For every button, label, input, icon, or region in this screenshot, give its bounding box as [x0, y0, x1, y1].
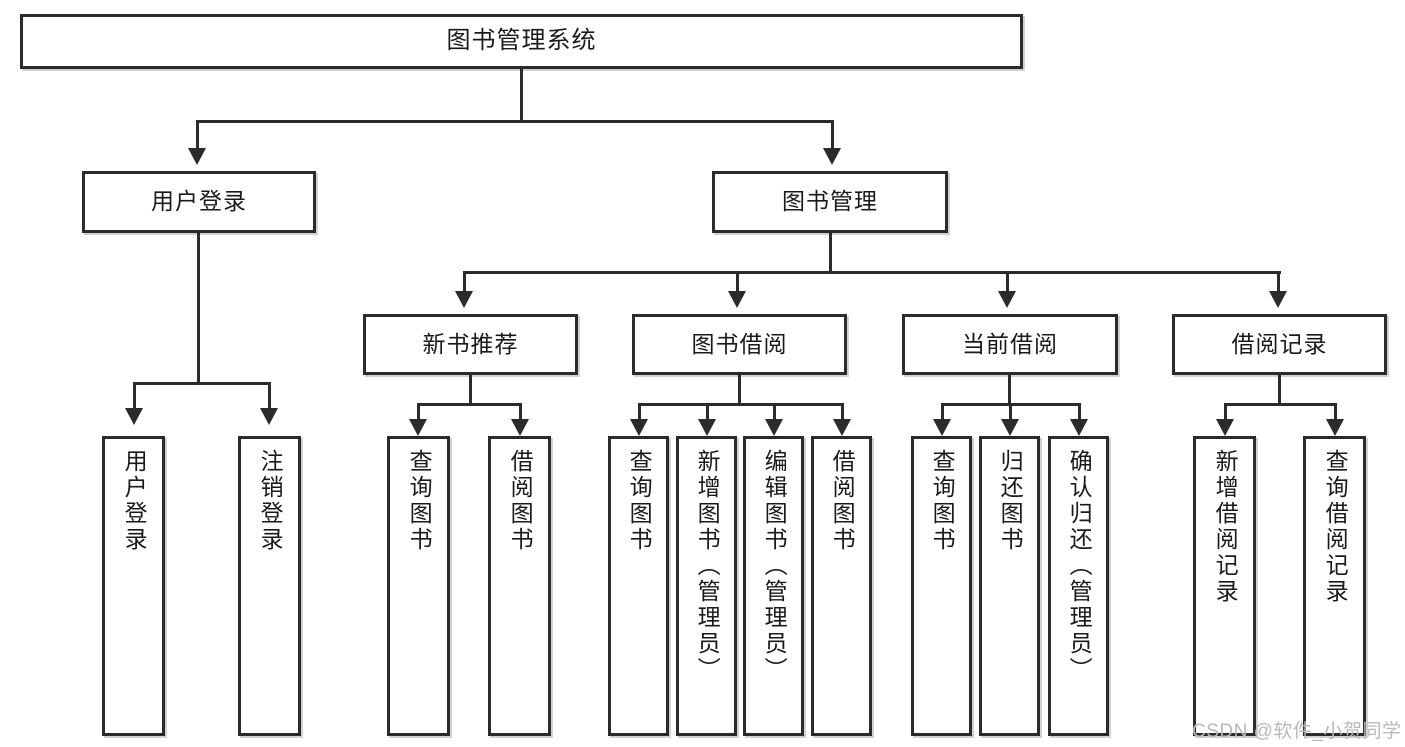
arrowhead-query-book-3: [933, 419, 951, 436]
connector-drop-query-record: [1334, 403, 1337, 421]
node-leaf-return-book[interactable]: 归还图书: [979, 436, 1040, 736]
connector-drop-edit-book: [773, 403, 776, 421]
connector-drop-user-login: [196, 120, 199, 150]
connector-book-borrow-stem: [738, 375, 741, 405]
node-label: 查询图书: [626, 449, 653, 553]
node-label: 图书管理: [782, 188, 878, 215]
connector-user-login-rail: [133, 382, 270, 385]
node-label: 借阅记录: [1231, 330, 1328, 357]
node-leaf-query-book-2[interactable]: 查询图书: [608, 436, 669, 736]
arrowhead-leaf-user-login: [125, 408, 143, 425]
node-label: 查询图书: [406, 449, 433, 553]
node-label: 借阅图书: [507, 449, 534, 553]
node-leaf-confirm-return[interactable]: 确认归还（管理员）: [1048, 436, 1109, 736]
node-book-borrow[interactable]: 图书借阅: [632, 314, 847, 375]
arrowhead-book-management: [823, 148, 841, 165]
node-label: 图书借阅: [691, 330, 788, 357]
node-leaf-logout-login[interactable]: 注销登录: [238, 436, 301, 736]
connector-root-rail: [196, 120, 834, 123]
arrowhead-current-borrow: [998, 291, 1016, 308]
connector-drop-query-book-1: [417, 403, 420, 421]
arrowhead-leaf-logout: [260, 408, 278, 425]
connector-drop-query-book-2: [638, 403, 641, 421]
connector-drop-return-book: [1009, 403, 1012, 421]
node-label: 确认归还（管理员）: [1066, 449, 1093, 683]
node-leaf-query-book-3[interactable]: 查询图书: [911, 436, 972, 736]
connector-drop-current-borrow: [1006, 271, 1009, 293]
node-label: 编辑图书（管理员）: [761, 449, 788, 683]
node-current-borrow[interactable]: 当前借阅: [902, 314, 1118, 375]
node-label: 借阅图书: [829, 449, 856, 553]
arrowhead-borrow-book-2: [833, 419, 851, 436]
connector-drop-confirm-return: [1078, 403, 1081, 421]
connector-drop-borrow-record: [1277, 271, 1280, 293]
node-label: 图书管理系统: [446, 27, 597, 55]
node-label: 查询图书: [929, 449, 956, 553]
connector-drop-add-book: [706, 403, 709, 421]
node-user-login[interactable]: 用户登录: [82, 171, 316, 233]
connector-borrow-record-rail: [1224, 403, 1337, 406]
connector-borrow-record-stem: [1278, 375, 1281, 405]
arrowhead-query-record: [1326, 419, 1344, 436]
node-label: 新增图书（管理员）: [694, 449, 721, 683]
connector-new-book-rail: [417, 403, 522, 406]
connector-drop-book-borrow: [736, 271, 739, 293]
node-label: 用户登录: [121, 449, 148, 553]
arrowhead-query-book-2: [630, 419, 648, 436]
node-leaf-query-book-1[interactable]: 查询图书: [387, 436, 450, 736]
node-leaf-add-record[interactable]: 新增借阅记录: [1193, 436, 1256, 736]
node-root-system[interactable]: 图书管理系统: [20, 14, 1023, 69]
arrowhead-new-book: [455, 291, 473, 308]
connector-drop-leaf-logout: [268, 382, 271, 410]
connector-drop-new-book: [463, 271, 466, 293]
node-label: 查询借阅记录: [1322, 449, 1349, 605]
connector-drop-add-record: [1224, 403, 1227, 421]
node-leaf-edit-book[interactable]: 编辑图书（管理员）: [743, 436, 804, 736]
arrowhead-query-book-1: [409, 419, 427, 436]
connector-drop-book-management: [831, 120, 834, 150]
arrowhead-borrow-record: [1269, 291, 1287, 308]
node-label: 注销登录: [257, 449, 284, 553]
connector-user-login-stem: [197, 233, 200, 385]
node-book-management[interactable]: 图书管理: [712, 171, 948, 233]
arrowhead-user-login: [188, 148, 206, 165]
arrowhead-return-book: [1001, 419, 1019, 436]
node-label: 归还图书: [997, 449, 1024, 553]
connector-root-stem: [520, 69, 523, 122]
node-leaf-borrow-book-2[interactable]: 借阅图书: [811, 436, 872, 736]
node-leaf-user-login[interactable]: 用户登录: [102, 436, 165, 736]
connector-drop-leaf-user-login: [133, 382, 136, 410]
node-label: 用户登录: [151, 188, 247, 215]
node-leaf-add-book[interactable]: 新增图书（管理员）: [676, 436, 737, 736]
node-label: 新增借阅记录: [1212, 449, 1239, 605]
node-label: 当前借阅: [962, 330, 1058, 357]
connector-drop-query-book-3: [941, 403, 944, 421]
arrowhead-add-book: [698, 419, 716, 436]
node-label: 新书推荐: [422, 330, 519, 357]
node-leaf-borrow-book-1[interactable]: 借阅图书: [488, 436, 551, 736]
connector-drop-borrow-book-2: [841, 403, 844, 421]
node-new-book-recommend[interactable]: 新书推荐: [363, 314, 578, 375]
connector-current-borrow-stem: [1008, 375, 1011, 405]
arrowhead-book-borrow: [728, 291, 746, 308]
node-borrow-record[interactable]: 借阅记录: [1172, 314, 1387, 375]
arrowhead-confirm-return: [1070, 419, 1088, 436]
connector-level3-rail: [463, 271, 1281, 274]
arrowhead-add-record: [1216, 419, 1234, 436]
arrowhead-borrow-book-1: [511, 419, 529, 436]
node-leaf-query-record[interactable]: 查询借阅记录: [1303, 436, 1366, 736]
connector-drop-borrow-book-1: [519, 403, 522, 421]
connector-book-management-stem: [829, 233, 832, 274]
arrowhead-edit-book: [765, 419, 783, 436]
connector-new-book-stem: [469, 375, 472, 405]
connector-book-borrow-rail: [638, 403, 842, 406]
